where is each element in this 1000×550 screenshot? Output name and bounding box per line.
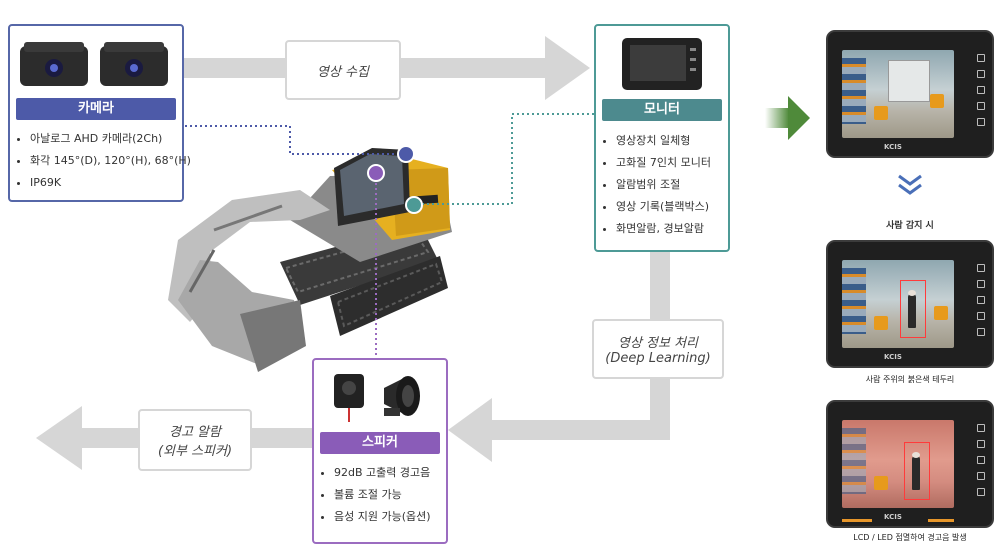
flow-label-collect: 영상 수집 xyxy=(285,40,401,100)
camera-title: 카메라 xyxy=(16,98,176,120)
device-buttons xyxy=(976,54,986,134)
flow-label-text: 경고 알람 xyxy=(169,425,221,440)
monitor-connector xyxy=(420,113,594,205)
camera-feature: 화각 145°(D), 120°(H), 68°(H) xyxy=(30,150,191,172)
monitor-marker xyxy=(405,196,423,214)
led-indicator xyxy=(928,519,954,522)
device-logo: KCIS xyxy=(884,143,902,151)
speaker-feature-list: 92dB 고출력 경고음 볼륨 조절 가능 음성 지원 가능(옵션) xyxy=(320,462,431,528)
speaker-title: 스피커 xyxy=(320,432,440,454)
camera-feature: 아날로그 AHD 카메라(2Ch) xyxy=(30,128,191,150)
monitor-feature: 영상 기록(블랙박스) xyxy=(616,196,711,218)
flow-label-process: 영상 정보 처리 (Deep Learning) xyxy=(592,319,724,379)
monitor-feature: 알람범위 조절 xyxy=(616,174,711,196)
speaker-feature: 92dB 고출력 경고음 xyxy=(334,462,431,484)
camera-panel: 카메라 아날로그 AHD 카메라(2Ch) 화각 145°(D), 120°(H… xyxy=(8,24,191,202)
flow-label-text: 영상 수집 xyxy=(317,64,369,80)
camera-marker xyxy=(397,145,415,163)
monitor-feature: 영상장치 일체형 xyxy=(616,130,711,152)
camera-image xyxy=(20,42,168,86)
monitor-feature: 고화질 7인치 모니터 xyxy=(616,152,711,174)
caption-alarm: LCD / LED 점멸하여 경고음 발생 xyxy=(853,533,967,542)
speaker-image xyxy=(334,374,420,422)
detection-box xyxy=(904,442,930,500)
flow-label-text: 영상 정보 처리 xyxy=(617,336,699,351)
detection-box xyxy=(900,280,926,338)
monitor-title: 모니터 xyxy=(602,99,722,121)
camera-feature-list: 아날로그 AHD 카메라(2Ch) 화각 145°(D), 120°(H), 6… xyxy=(16,128,191,194)
caption-detect: 사람 감지 시 xyxy=(886,221,934,231)
monitor-screen-alarm: KCIS xyxy=(826,400,994,528)
monitor-feature: 화면알람, 경보알람 xyxy=(616,218,711,240)
chevron-down-icon xyxy=(898,174,922,195)
monitor-image xyxy=(622,38,702,90)
speaker-marker xyxy=(367,164,385,182)
device-logo: KCIS xyxy=(884,353,902,361)
device-buttons xyxy=(976,424,986,504)
monitor-screen-normal: KCIS xyxy=(826,30,994,158)
green-arrow-icon xyxy=(765,96,810,140)
monitor-panel: 모니터 영상장치 일체형 고화질 7인치 모니터 알람범위 조절 영상 기록(블… xyxy=(594,24,730,252)
flow-label-subtext: (외부 스피커) xyxy=(157,444,233,459)
device-logo: KCIS xyxy=(884,513,902,521)
device-buttons xyxy=(976,264,986,344)
excavator-image xyxy=(168,148,452,372)
flow-label-warn: 경고 알람 (외부 스피커) xyxy=(138,409,252,471)
monitor-screen-detect: KCIS xyxy=(826,240,994,368)
camera-feature: IP69K xyxy=(30,172,191,194)
speaker-panel: 스피커 92dB 고출력 경고음 볼륨 조절 가능 음성 지원 가능(옵션) xyxy=(312,358,448,544)
led-indicator xyxy=(842,519,872,522)
arrow-process xyxy=(448,250,670,462)
speaker-feature: 음성 지원 가능(옵션) xyxy=(334,506,431,528)
camera-connector xyxy=(180,125,398,155)
flow-label-subtext: (Deep Learning) xyxy=(605,351,711,366)
camera-view xyxy=(842,420,954,508)
camera-view xyxy=(842,260,954,348)
camera-view xyxy=(842,50,954,138)
speaker-feature: 볼륨 조절 가능 xyxy=(334,484,431,506)
caption-box: 사람 주위의 붉은색 테두리 xyxy=(865,375,955,384)
monitor-feature-list: 영상장치 일체형 고화질 7인치 모니터 알람범위 조절 영상 기록(블랙박스)… xyxy=(602,130,711,240)
